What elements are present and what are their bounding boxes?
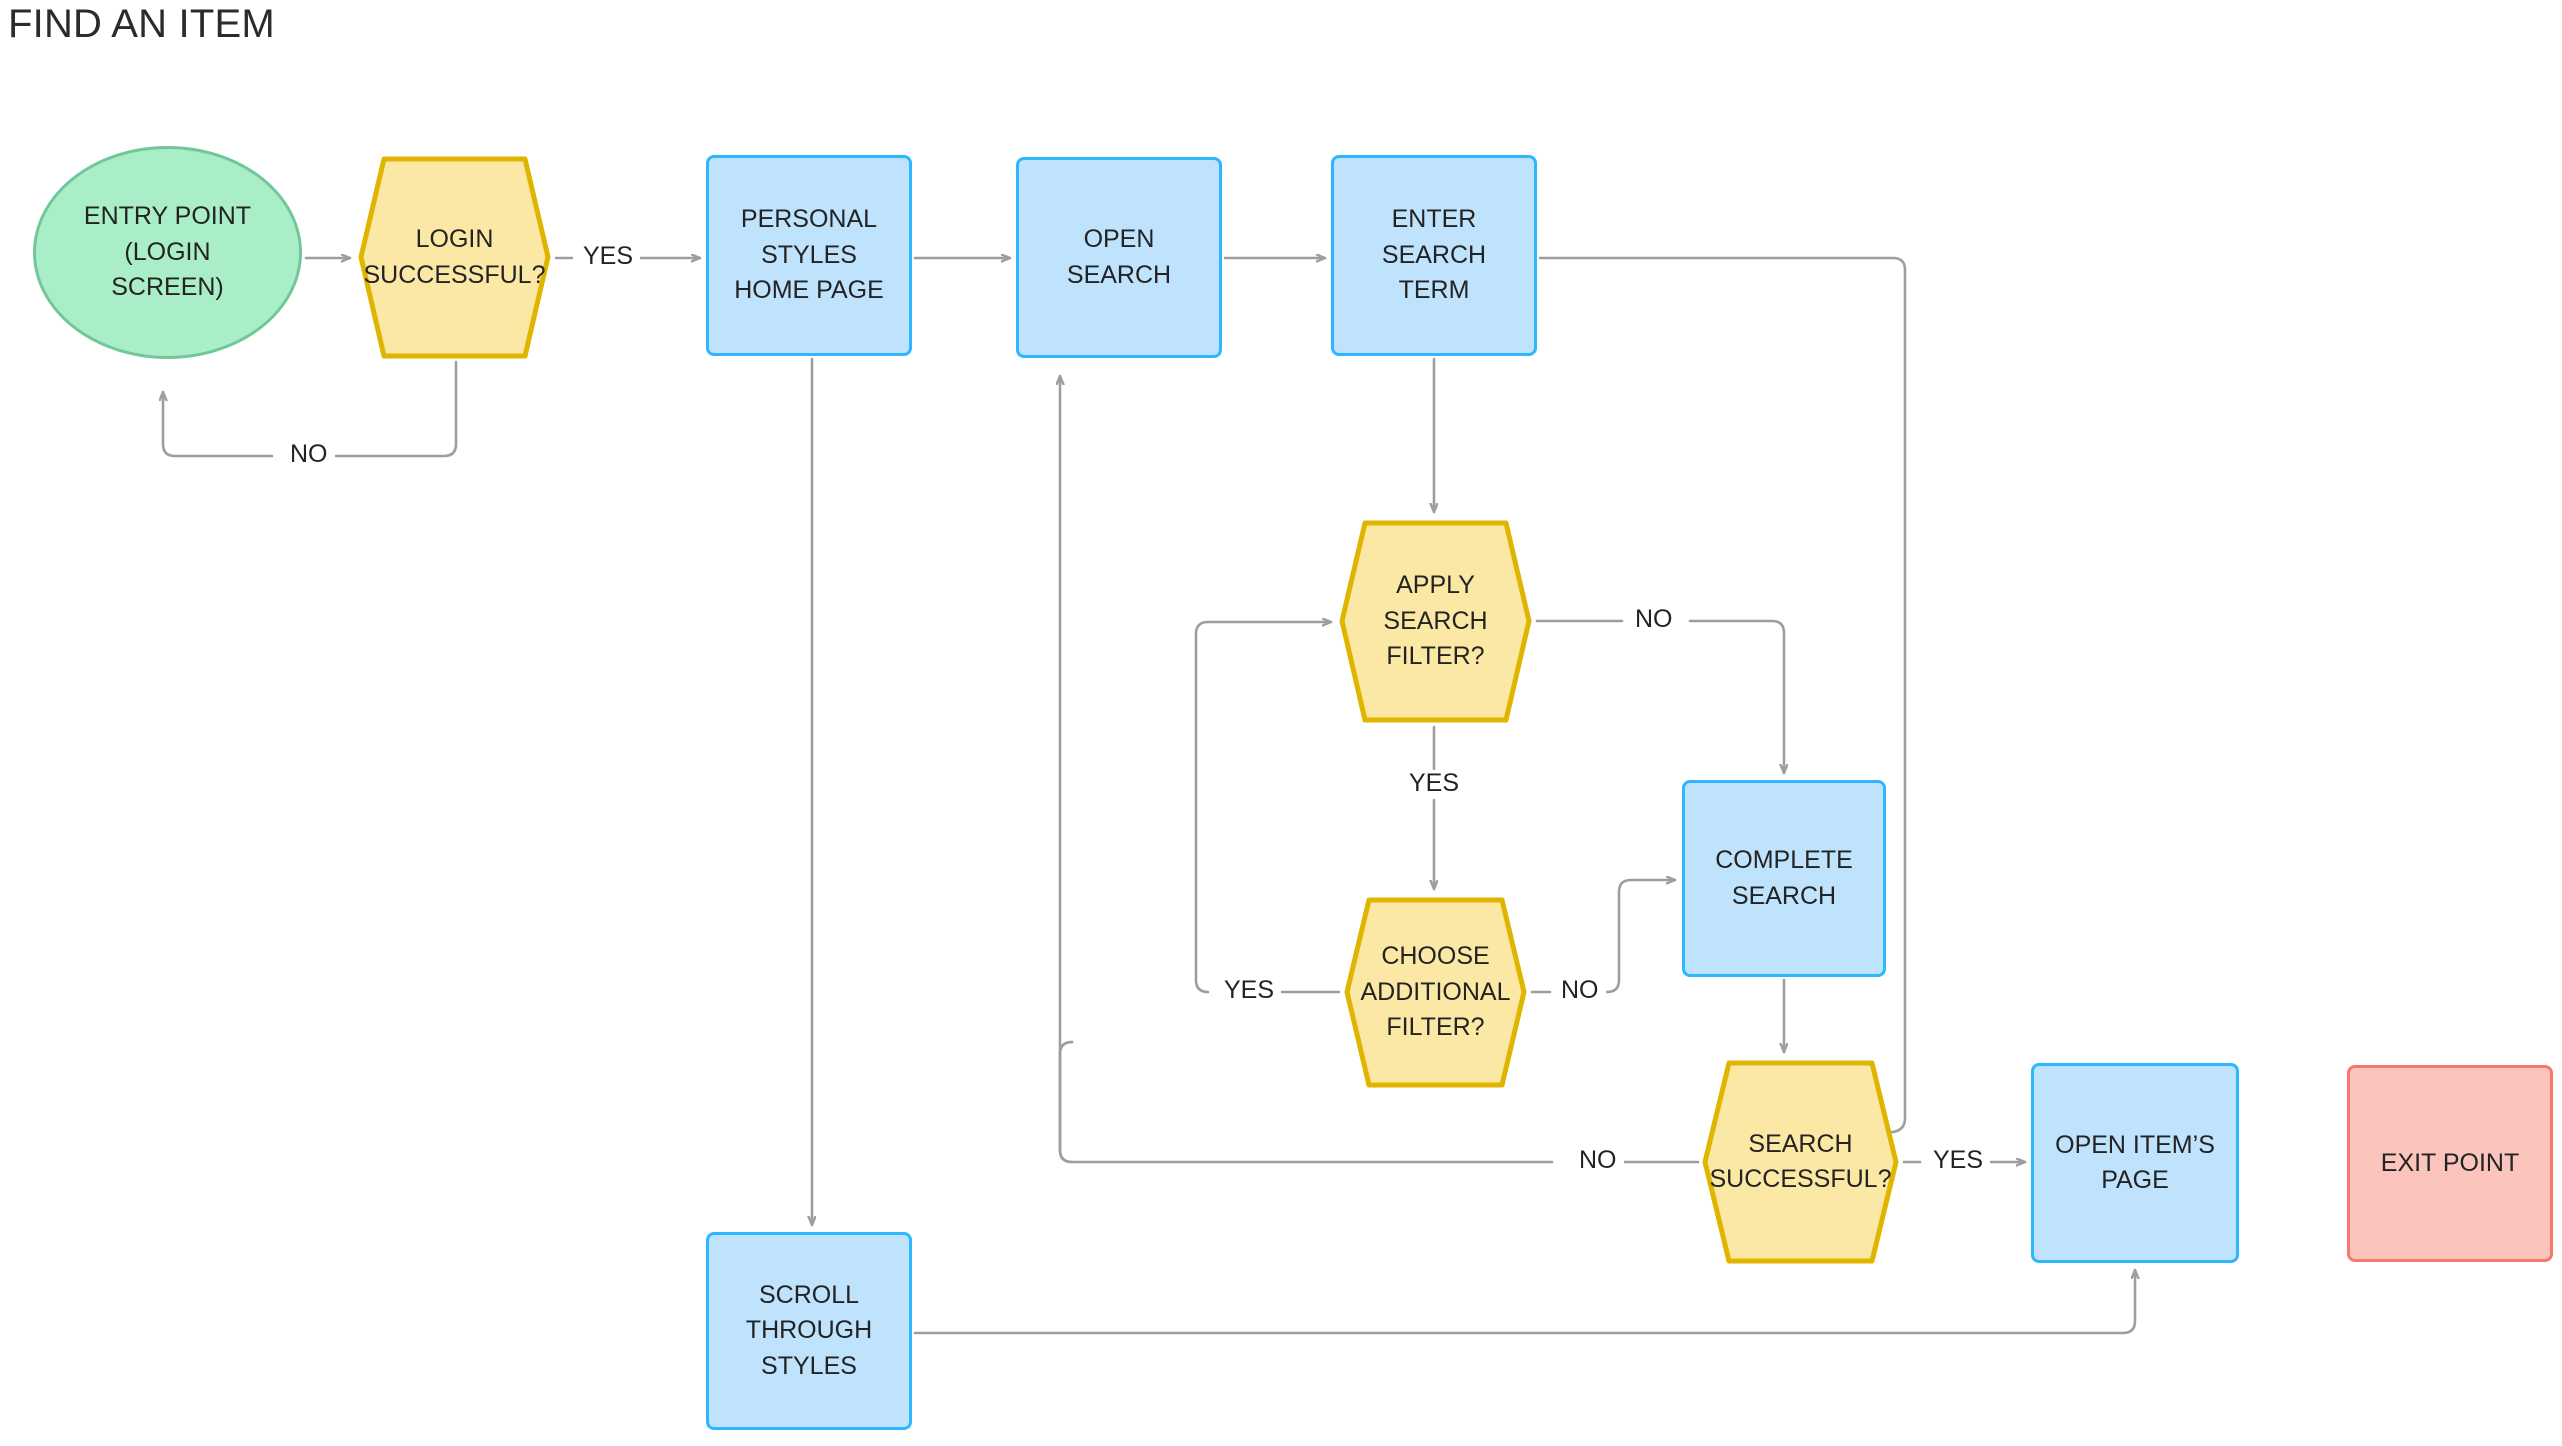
edge-label-search-yes: YES [1926,1146,1991,1175]
node-entry-point[interactable]: ENTRY POINT (LOGIN SCREEN) [33,146,302,359]
edge-enter-term-to-search-ok [1538,256,1907,1136]
page-title: FIND AN ITEM [8,2,275,46]
edge-login-no-seg1 [330,360,458,458]
node-enter-search-term[interactable]: ENTER SEARCH TERM [1331,155,1537,356]
node-apply-search-filter[interactable]: APPLY SEARCH FILTER? [1338,519,1533,724]
edge-label-login-yes: YES [576,242,641,271]
node-exit-point[interactable]: EXIT POINT [2347,1065,2553,1262]
edge-label-apply-no: NO [1628,605,1680,634]
edge-label-login-no: NO [283,440,335,469]
hexagon-shape [1344,897,1527,1088]
edge-login-no-seg2 [163,390,274,458]
hexagon-shape [358,156,551,359]
node-entry-point-label: ENTRY POINT (LOGIN SCREEN) [83,202,252,302]
node-open-items-page-label: OPEN ITEM’S PAGE [2055,1130,2215,1195]
node-scroll-through-styles[interactable]: SCROLL THROUGH STYLES [706,1232,912,1430]
edge-scroll-to-open-item [913,1268,2135,1335]
node-search-successful[interactable]: SEARCH SUCCESSFUL? [1701,1059,1900,1265]
node-choose-additional-filter[interactable]: CHOOSE ADDITIONAL FILTER? [1343,896,1528,1089]
node-complete-search-label: COMPLETE SEARCH [1715,846,1853,910]
node-open-search-label: OPEN SEARCH [1066,225,1172,289]
node-login-successful[interactable]: LOGIN SUCCESSFUL? [357,155,552,360]
node-personal-styles-home-page-label: PERSONAL STYLES HOME PAGE [734,205,884,305]
node-search-successful-label: SEARCH SUCCESSFUL? [1709,1129,1892,1194]
edge-search-no-seg3 [1058,1040,1074,1152]
node-enter-search-term-label: ENTER SEARCH TERM [1381,205,1487,305]
edge-choose-yes-seg2 [1194,622,1333,994]
edge-search-no-corner [1060,374,1074,1164]
node-scroll-through-styles-label: SCROLL THROUGH STYLES [745,1280,873,1380]
node-choose-additional-filter-label: CHOOSE ADDITIONAL FILTER? [1360,942,1511,1042]
node-personal-styles-home-page[interactable]: PERSONAL STYLES HOME PAGE [706,155,912,356]
node-complete-search[interactable]: COMPLETE SEARCH [1682,780,1886,977]
edge-label-choose-no: NO [1554,976,1606,1005]
hexagon-shape [1339,520,1532,723]
edge-choose-no-seg2 [1598,880,1677,994]
edge-apply-no-seg2 [1688,619,1784,775]
node-open-search[interactable]: OPEN SEARCH [1016,157,1222,358]
edge-label-apply-yes: YES [1402,769,1467,798]
hexagon-shape [1702,1060,1899,1264]
node-login-successful-label: LOGIN SUCCESSFUL? [363,225,546,289]
edge-label-search-no: NO [1572,1146,1624,1175]
node-exit-point-label: EXIT POINT [2380,1148,2520,1177]
node-open-items-page[interactable]: OPEN ITEM’S PAGE [2031,1063,2239,1263]
node-apply-search-filter-label: APPLY SEARCH FILTER? [1383,571,1488,671]
edge-label-choose-yes: YES [1217,976,1282,1005]
